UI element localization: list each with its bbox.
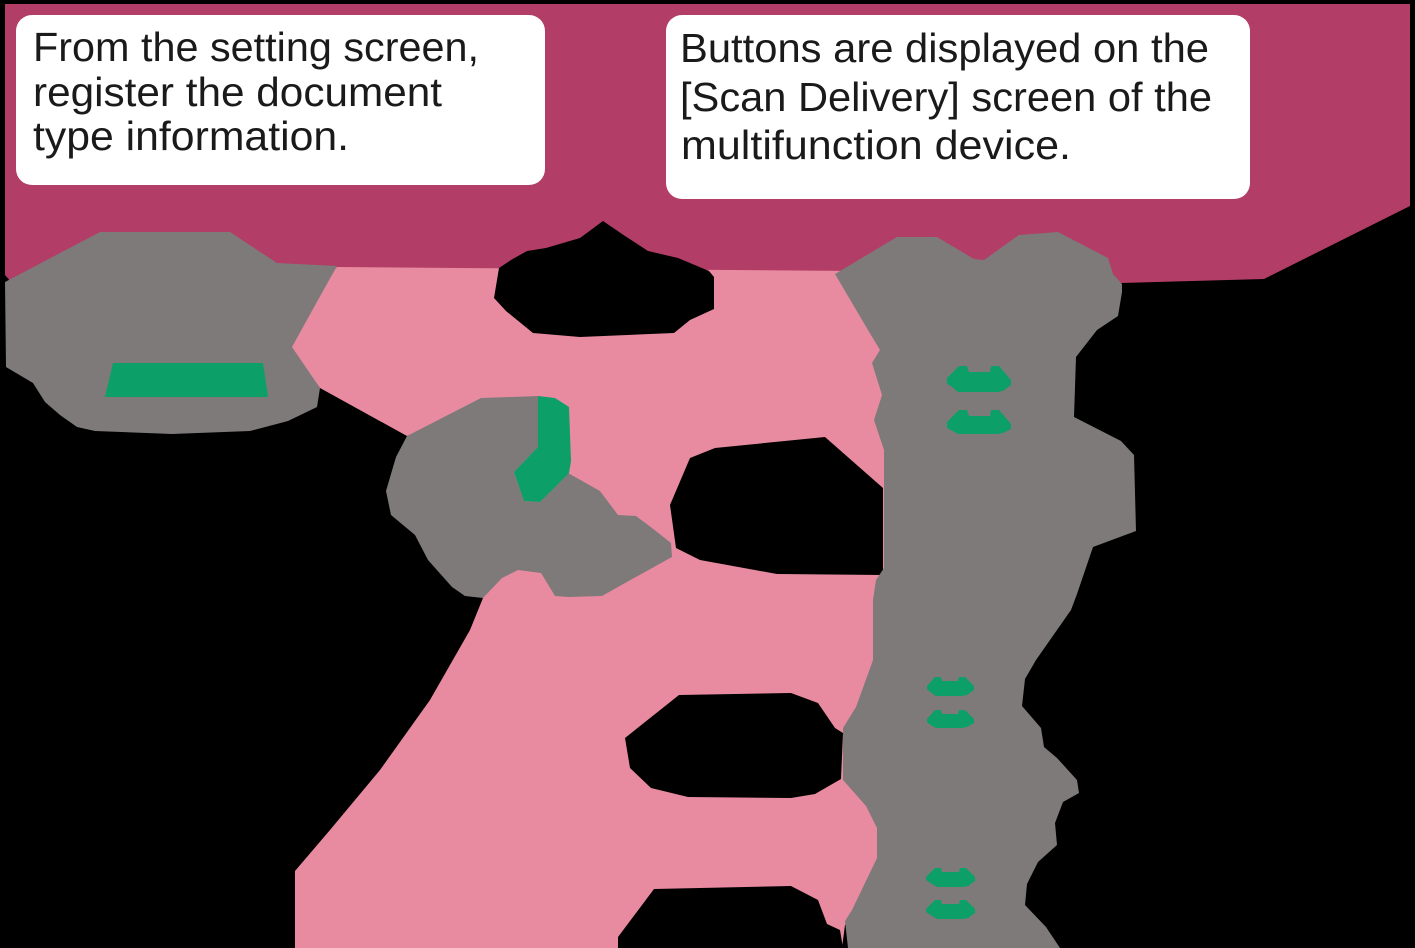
svg-text:type information.: type information. (33, 113, 349, 159)
svg-text:From the setting screen,: From the setting screen, (33, 24, 479, 70)
svg-text:[Scan Delivery] screen of the: [Scan Delivery] screen of the (680, 74, 1212, 120)
svg-text:multifunction device.: multifunction device. (681, 122, 1071, 168)
svg-text:register the document: register the document (33, 69, 443, 115)
svg-text:Buttons are displayed on the: Buttons are displayed on the (680, 25, 1209, 71)
